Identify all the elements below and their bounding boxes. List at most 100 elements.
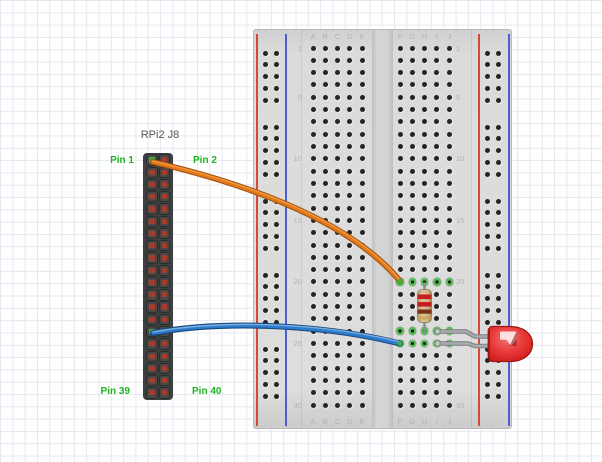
hole-J10[interactable] <box>446 156 452 162</box>
hole-C29[interactable] <box>335 390 341 396</box>
hole-C15[interactable] <box>335 217 341 223</box>
rail-hole[interactable] <box>495 381 501 387</box>
hole-A16[interactable] <box>310 230 316 236</box>
hole-I23[interactable] <box>434 316 440 322</box>
hole-E1[interactable] <box>359 45 365 51</box>
rail-hole[interactable] <box>495 319 501 325</box>
header-pin-r13-left[interactable] <box>146 301 158 313</box>
header-pin-r1-left[interactable] <box>146 154 158 166</box>
rail-hole[interactable] <box>495 346 501 352</box>
hole-I4[interactable] <box>434 82 440 88</box>
hole-B24[interactable] <box>322 328 328 334</box>
hole-E27[interactable] <box>359 365 365 371</box>
hole-E4[interactable] <box>359 82 365 88</box>
rail-hole[interactable] <box>495 245 501 251</box>
hole-F11[interactable] <box>397 168 403 174</box>
header-pin-r14-left[interactable] <box>146 313 158 326</box>
hole-D9[interactable] <box>347 144 353 149</box>
rail-hole[interactable] <box>484 222 490 228</box>
rail-hole[interactable] <box>273 124 279 130</box>
hole-G23[interactable] <box>409 316 415 322</box>
hole-A5[interactable] <box>310 94 316 100</box>
rail-hole[interactable] <box>495 307 501 313</box>
hole-C21[interactable] <box>335 291 341 297</box>
rail-hole[interactable] <box>262 245 268 251</box>
rail-hole[interactable] <box>273 210 279 216</box>
hole-F30[interactable] <box>397 402 403 408</box>
header-pin-r19-left[interactable] <box>146 375 158 387</box>
rail-hole[interactable] <box>484 159 490 165</box>
hole-D3[interactable] <box>347 70 353 76</box>
rail-hole[interactable] <box>273 245 279 251</box>
rail-hole[interactable] <box>273 62 279 68</box>
hole-H28[interactable] <box>422 377 428 383</box>
hole-C2[interactable] <box>335 57 341 63</box>
hole-B21[interactable] <box>322 291 328 297</box>
hole-E14[interactable] <box>359 205 365 211</box>
hole-C7[interactable] <box>335 119 341 125</box>
hole-C23[interactable] <box>335 316 341 322</box>
hole-B11[interactable] <box>322 168 328 174</box>
hole-I7[interactable] <box>434 119 440 125</box>
hole-B28[interactable] <box>322 377 328 383</box>
hole-H8[interactable] <box>422 131 428 137</box>
hole-J20[interactable] <box>445 278 453 286</box>
hole-E5[interactable] <box>359 94 365 100</box>
hole-F20[interactable] <box>396 278 404 286</box>
hole-C22[interactable] <box>335 304 341 309</box>
header-pin-r13-right[interactable] <box>158 301 170 313</box>
hole-B25[interactable] <box>322 340 328 346</box>
hole-I1[interactable] <box>434 45 440 51</box>
hole-I17[interactable] <box>434 242 440 248</box>
rail-hole[interactable] <box>262 74 268 80</box>
hole-I22[interactable] <box>434 304 440 309</box>
hole-H19[interactable] <box>422 267 428 273</box>
hole-H6[interactable] <box>422 107 428 113</box>
rail-hole[interactable] <box>273 393 279 399</box>
rail-hole[interactable] <box>262 124 268 130</box>
rail-hole[interactable] <box>484 148 490 154</box>
hole-G3[interactable] <box>409 70 415 76</box>
hole-B13[interactable] <box>322 193 328 199</box>
rpi-j8-header[interactable] <box>143 153 173 400</box>
hole-B9[interactable] <box>322 144 328 149</box>
hole-C5[interactable] <box>335 94 341 100</box>
rail-hole[interactable] <box>484 358 490 364</box>
hole-A10[interactable] <box>310 156 316 162</box>
hole-G6[interactable] <box>409 107 415 113</box>
rail-hole[interactable] <box>495 296 501 302</box>
hole-D14[interactable] <box>347 205 353 211</box>
hole-H30[interactable] <box>422 402 428 408</box>
hole-C1[interactable] <box>335 45 341 51</box>
hole-A12[interactable] <box>310 180 316 186</box>
rail-hole[interactable] <box>262 62 268 68</box>
rail-hole[interactable] <box>484 319 490 325</box>
hole-G15[interactable] <box>409 217 415 223</box>
hole-J8[interactable] <box>446 131 452 137</box>
hole-B6[interactable] <box>322 107 328 113</box>
rail-hole[interactable] <box>495 124 501 130</box>
rail-hole[interactable] <box>484 284 490 290</box>
hole-G27[interactable] <box>409 365 415 371</box>
hole-I19[interactable] <box>434 267 440 273</box>
header-pin-r18-left[interactable] <box>146 362 158 375</box>
hole-D27[interactable] <box>347 365 353 371</box>
rail-hole[interactable] <box>495 358 501 364</box>
rail-hole[interactable] <box>484 136 490 142</box>
rail-hole[interactable] <box>273 97 279 103</box>
hole-E21[interactable] <box>359 291 365 297</box>
rail-hole[interactable] <box>495 198 501 204</box>
hole-G7[interactable] <box>409 119 415 125</box>
rail-hole[interactable] <box>262 319 268 325</box>
hole-F5[interactable] <box>397 94 403 100</box>
hole-B22[interactable] <box>322 304 328 309</box>
hole-I28[interactable] <box>434 377 440 383</box>
hole-E25[interactable] <box>359 340 365 346</box>
rail-hole[interactable] <box>495 148 501 154</box>
hole-J9[interactable] <box>446 144 452 149</box>
hole-I2[interactable] <box>434 57 440 63</box>
rail-hole[interactable] <box>273 136 279 142</box>
rail-hole[interactable] <box>262 296 268 302</box>
rail-hole[interactable] <box>273 358 279 364</box>
hole-G28[interactable] <box>409 377 415 383</box>
